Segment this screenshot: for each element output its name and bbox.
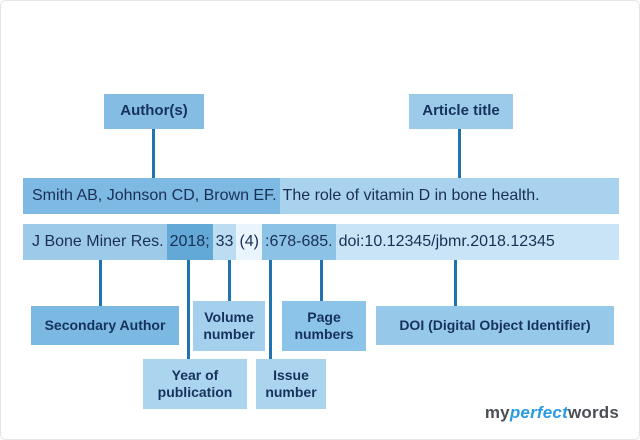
article-title-connector (458, 129, 461, 178)
segment-authors: Smith AB, Johnson CD, Brown EF. (23, 178, 280, 214)
segment-year: 2018; (166, 224, 213, 260)
authors-connector (152, 129, 155, 178)
segment-journal: J Bone Miner Res. (23, 224, 167, 260)
label-authors: Author(s) (104, 94, 204, 129)
label-secondary-author: Secondary Author (31, 306, 179, 345)
pages-connector (320, 260, 323, 301)
label-volume-number: Volume number (193, 301, 265, 351)
logo-text-words: words (567, 403, 619, 422)
volume-connector (228, 260, 231, 301)
citation-line-1: Smith AB, Johnson CD, Brown EF. The role… (23, 178, 619, 214)
brand-logo: myperfectwords (485, 403, 619, 423)
segment-article-title: The role of vitamin D in bone health. (279, 178, 619, 214)
label-page-numbers: Page numbers (282, 301, 366, 351)
citation-line-2: J Bone Miner Res. 2018; 33 (4) :678-685.… (23, 224, 619, 260)
logo-text-perfect: perfect (509, 403, 568, 422)
issue-connector (269, 260, 272, 361)
segment-issue: (4) (236, 224, 263, 260)
label-article-title: Article title (409, 94, 513, 129)
label-year-of-publication: Year of publication (143, 359, 247, 409)
segment-volume: 33 (212, 224, 237, 260)
secondary-author-connector (99, 260, 102, 306)
label-doi: DOI (Digital Object Identifier) (376, 306, 614, 345)
doi-connector (454, 260, 457, 306)
logo-text-my: my (484, 403, 510, 422)
segment-pages: :678-685. (262, 224, 336, 260)
year-connector (187, 260, 190, 361)
segment-doi: doi:10.12345/jbmr.2018.12345 (335, 224, 619, 260)
label-issue-number: Issue number (256, 359, 326, 409)
